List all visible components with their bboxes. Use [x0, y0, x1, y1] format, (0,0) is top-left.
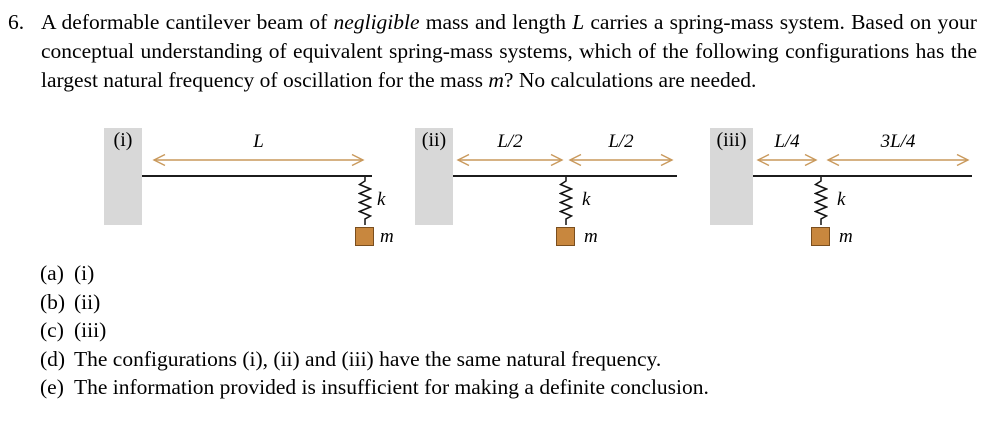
- question-text-segment: ? No calculations are needed.: [503, 68, 757, 92]
- mass-block: [355, 227, 374, 246]
- length-symbol: L: [572, 10, 585, 34]
- choice-row-d: (d) The configurations (i), (ii) and (ii…: [8, 345, 977, 374]
- spring-icon: [357, 177, 373, 230]
- question-text-segment: carries a spring-mass system. Based on y…: [41, 10, 977, 92]
- dimension-label: L/2: [608, 131, 634, 152]
- mass-block: [811, 227, 830, 246]
- choice-text: (iii): [74, 318, 107, 342]
- mass-symbol: m: [488, 68, 504, 92]
- question-text-segment: A deformable cantilever beam of: [41, 10, 334, 34]
- choice-row-e: (e) The information provided is insuffic…: [8, 373, 977, 402]
- question-text: A deformable cantilever beam of negligib…: [41, 8, 977, 95]
- spring-constant-label: k: [377, 189, 386, 210]
- spring-constant-label: k: [837, 189, 846, 210]
- dimension-arrow: [152, 153, 365, 167]
- choice-text: (ii): [74, 289, 101, 314]
- dimension-arrow: [756, 153, 818, 167]
- dimension-arrow: [456, 153, 564, 167]
- dimension-label: L/2: [497, 131, 523, 152]
- choice-row-c: (c) (iii): [8, 316, 977, 345]
- fixed-support-wall: [710, 128, 753, 225]
- dimension-arrow: [826, 153, 970, 167]
- spring-icon: [558, 177, 574, 230]
- choice-row-b: (b) (ii): [8, 288, 977, 317]
- mass-label: m: [584, 226, 598, 247]
- diagram-label-i: (i): [113, 129, 133, 151]
- choice-label: (b): [40, 289, 66, 314]
- choice-text: The information provided is insufficient…: [74, 375, 709, 399]
- dimension-arrow: [568, 153, 674, 167]
- fixed-support-wall: [415, 128, 453, 225]
- negligible-italic: negligible: [333, 10, 420, 34]
- mass-block: [556, 227, 575, 246]
- dimension-label: 3L/4: [880, 131, 916, 152]
- cantilever-beam: [453, 175, 677, 177]
- choice-row-a: (a) (i): [8, 259, 977, 288]
- mass-label: m: [380, 226, 394, 247]
- spring-constant-label: k: [582, 189, 591, 210]
- choice-text: (i): [74, 261, 95, 285]
- choice-label: (c): [40, 318, 64, 342]
- dimension-label: L/4: [774, 131, 800, 152]
- choice-label: (a): [40, 261, 64, 285]
- choices-list: (a) (i) (b) (ii) (c) (iii) (d) The confi…: [8, 259, 977, 402]
- cantilever-beam: [142, 175, 372, 177]
- diagram-label-ii: (ii): [421, 129, 447, 151]
- spring-icon: [813, 177, 829, 230]
- choice-label: (d): [40, 346, 66, 371]
- diagrams-row: (i) L k m (ii) L/2 L/2: [8, 125, 977, 251]
- question-number: 6.: [8, 10, 25, 34]
- choice-text: The configurations (i), (ii) and (iii) h…: [74, 346, 662, 371]
- diagram-label-iii: (iii): [716, 129, 747, 151]
- choice-label: (e): [40, 375, 64, 399]
- cantilever-beam: [753, 175, 972, 177]
- question-text-segment: mass and length: [419, 10, 573, 34]
- fixed-support-wall: [104, 128, 142, 225]
- question-block: 6. A deformable cantilever beam of negli…: [8, 8, 977, 95]
- dimension-label: L: [253, 131, 264, 152]
- mass-label: m: [839, 226, 853, 247]
